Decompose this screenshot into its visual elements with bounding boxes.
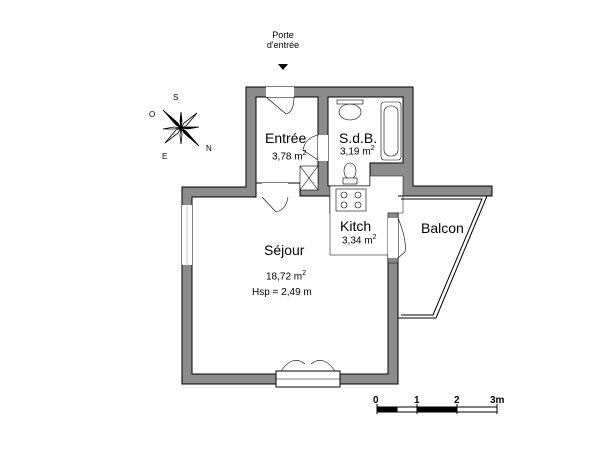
- room-sejour-height: Hsp = 2,49 m: [252, 287, 312, 298]
- compass-rose: [162, 109, 200, 147]
- room-entree-name: Entrée: [265, 130, 307, 146]
- room-balcon-name: Balcon: [421, 220, 464, 236]
- compass-north: N: [206, 144, 212, 153]
- entrance-label: Porte d'entrée: [258, 30, 308, 50]
- cupboard: [299, 165, 319, 191]
- scale-tick-0: 0: [373, 395, 379, 406]
- compass-east: E: [162, 152, 168, 161]
- entrance-label-line1: Porte: [272, 30, 294, 40]
- scale-tick-3m: 3m: [490, 395, 505, 406]
- compass-south: S: [173, 93, 179, 102]
- balcony: [398, 195, 488, 319]
- entrance-arrow: [278, 56, 288, 70]
- room-entree-area: 3,78 m2: [272, 150, 307, 163]
- window-bottom: [275, 359, 341, 388]
- compass-west: O: [149, 110, 156, 119]
- scale-tick-1: 1: [414, 395, 420, 406]
- room-kitch-area: 3,34 m2: [342, 234, 377, 247]
- scale-tick-2: 2: [454, 395, 460, 406]
- room-sdb-name: S.d.B.: [339, 130, 378, 146]
- kitchen-fixtures: [335, 188, 367, 212]
- bathroom-fixtures: [336, 99, 402, 185]
- room-sdb-area: 3,19 m2: [340, 145, 375, 158]
- room-sejour-area: 18,72 m2: [266, 270, 307, 283]
- entrance-label-line2: d'entrée: [266, 40, 300, 50]
- room-sejour-name: Séjour: [264, 242, 305, 258]
- room-kitch-name: Kitch: [340, 218, 372, 234]
- doors: [261, 87, 406, 259]
- scale-bar: [376, 404, 498, 414]
